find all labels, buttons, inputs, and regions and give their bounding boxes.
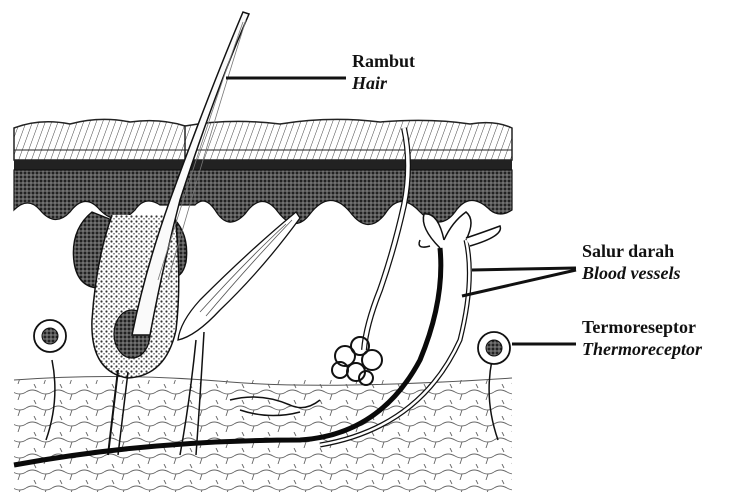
hair-label-malay: Rambut	[352, 50, 415, 72]
epidermis-layer	[14, 119, 512, 170]
dermis-layer	[14, 376, 512, 492]
arrector-pili-muscle	[178, 212, 300, 340]
blood-vessels-label-malay: Salur darah	[582, 240, 681, 262]
thermoreceptor-label-malay: Termoreseptor	[582, 316, 702, 338]
blood-vessel-leader-line-b	[462, 270, 576, 296]
sweat-gland-coil	[332, 337, 382, 385]
thermoreceptor-label-english: Thermoreceptor	[582, 338, 702, 360]
thermoreceptor-left	[34, 320, 66, 352]
hair-label: Rambut Hair	[352, 50, 415, 94]
hair-label-english: Hair	[352, 72, 415, 94]
thermoreceptor-label: Termoreseptor Thermoreceptor	[582, 316, 702, 360]
blood-vessels-label-english: Blood vessels	[582, 262, 681, 284]
capillary-loops	[419, 212, 500, 248]
thermoreceptor-right[interactable]	[478, 332, 510, 364]
blood-vessel-leader-line-a	[472, 268, 576, 270]
blood-vessels-label: Salur darah Blood vessels	[582, 240, 681, 284]
